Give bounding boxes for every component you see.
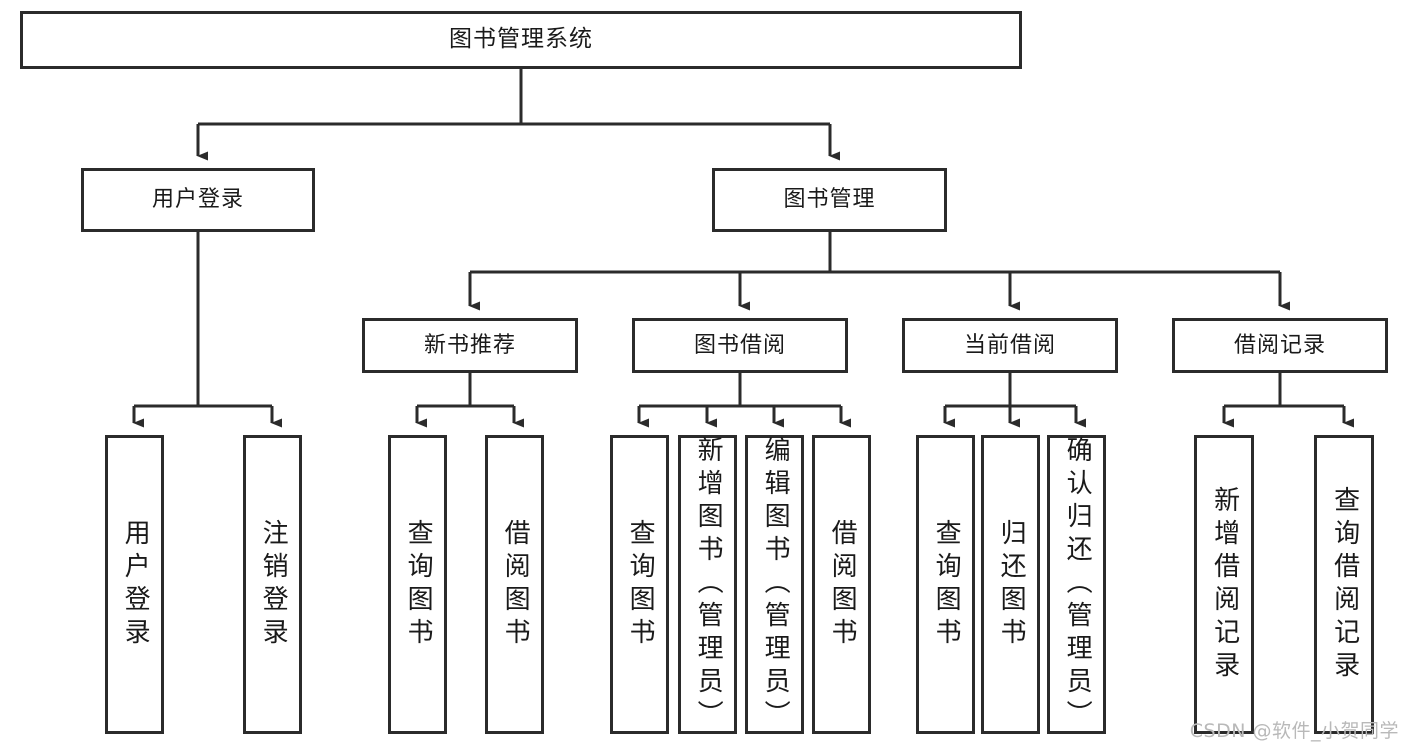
node-leaf-query-borrow-record[interactable]: 查询借阅记录 [1314, 435, 1374, 734]
node-leaf-borrow-book-1[interactable]: 借阅图书 [485, 435, 544, 734]
node-label: 归还图书 [996, 518, 1027, 651]
node-label: 查询图书 [625, 518, 656, 651]
node-label: 借阅图书 [500, 518, 531, 651]
node-label: 查询图书 [403, 518, 434, 651]
node-leaf-edit-book[interactable]: 编辑图书（管理员） [745, 435, 804, 734]
node-label: 注销登录 [258, 518, 289, 651]
node-leaf-query-book-1[interactable]: 查询图书 [388, 435, 447, 734]
node-label: 新增借阅记录 [1209, 485, 1240, 684]
node-label: 借阅图书 [827, 518, 858, 651]
node-label: 图书管理系统 [449, 26, 593, 53]
node-current-borrow[interactable]: 当前借阅 [902, 318, 1118, 373]
node-label: 借阅记录 [1233, 332, 1326, 358]
node-label: 图书管理 [783, 187, 876, 213]
node-user-login[interactable]: 用户登录 [81, 168, 315, 232]
node-leaf-return-book[interactable]: 归还图书 [981, 435, 1040, 734]
node-leaf-borrow-book-2[interactable]: 借阅图书 [812, 435, 871, 734]
node-leaf-query-book-3[interactable]: 查询图书 [916, 435, 975, 734]
node-book-manage[interactable]: 图书管理 [712, 168, 947, 232]
node-root-system[interactable]: 图书管理系统 [20, 11, 1022, 69]
node-label: 确认归还（管理员） [1062, 436, 1093, 733]
node-label: 图书借阅 [693, 332, 786, 358]
node-label: 用户登录 [151, 187, 244, 213]
node-label: 当前借阅 [963, 332, 1056, 358]
node-label: 用户登录 [120, 518, 151, 651]
node-leaf-confirm-return[interactable]: 确认归还（管理员） [1047, 435, 1106, 734]
watermark-text: CSDN @软件_小贺同学 [1189, 720, 1399, 742]
node-leaf-add-book[interactable]: 新增图书（管理员） [678, 435, 737, 734]
node-label: 新书推荐 [423, 332, 516, 358]
node-new-book-recommend[interactable]: 新书推荐 [362, 318, 578, 373]
node-book-borrow[interactable]: 图书借阅 [632, 318, 848, 373]
node-leaf-logout-login[interactable]: 注销登录 [243, 435, 302, 734]
node-leaf-user-login[interactable]: 用户登录 [105, 435, 164, 734]
node-leaf-query-book-2[interactable]: 查询图书 [610, 435, 669, 734]
node-label: 编辑图书（管理员） [760, 436, 791, 733]
node-borrow-record[interactable]: 借阅记录 [1172, 318, 1388, 373]
node-label: 新增图书（管理员） [693, 436, 724, 733]
node-label: 查询图书 [931, 518, 962, 651]
node-label: 查询借阅记录 [1329, 485, 1360, 684]
node-leaf-add-borrow-record[interactable]: 新增借阅记录 [1194, 435, 1254, 734]
